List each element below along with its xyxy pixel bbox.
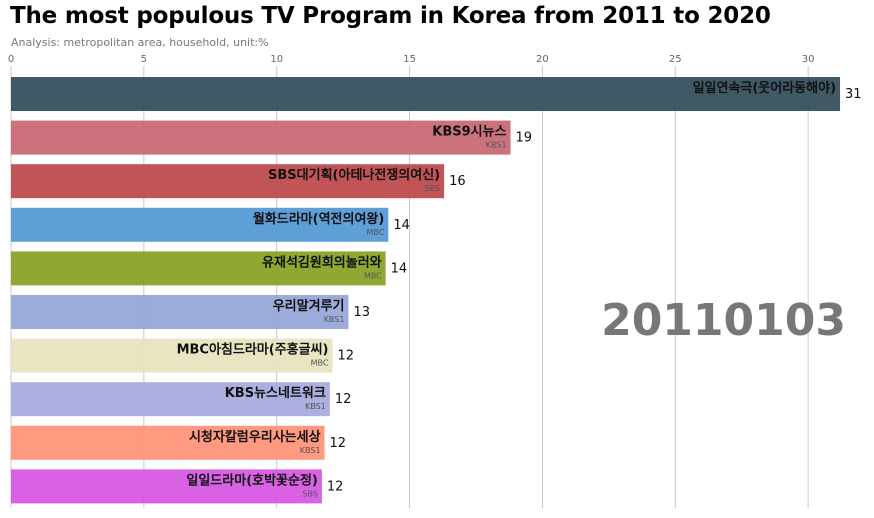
bar-value-label: 31 [845, 87, 862, 102]
bar-program-label: 일일연속극(웃어라동해야) [693, 80, 836, 96]
bar-value-label: 12 [335, 392, 352, 407]
bar-program-label: KBS9시뉴스 [432, 125, 506, 140]
x-tick-label: 15 [403, 54, 416, 65]
x-tick-label: 10 [270, 54, 283, 65]
x-tick-label: 5 [141, 54, 147, 65]
bar-program-label: 시청자칼럼우리사는세상 [189, 429, 321, 445]
bar-channel-label: KBS1 [305, 402, 326, 411]
bar-program-label: KBS뉴스네트워크 [225, 385, 326, 401]
bar-channel-label: KBS1 [300, 446, 321, 455]
bar-program-label: 월화드라마(역전의여왕) [253, 211, 384, 227]
bar-channel-label: KBS1 [486, 141, 507, 150]
bar-channel-label: MBC [364, 271, 382, 280]
bar-channel-label: SBS [425, 184, 441, 193]
bar [11, 77, 841, 111]
bar-value-label: 16 [449, 174, 466, 189]
bar-value-label: 19 [516, 131, 533, 146]
x-tick-label: 30 [802, 54, 815, 65]
bar-value-label: 13 [353, 305, 370, 320]
x-tick-label: 0 [8, 54, 14, 65]
x-axis-ticks: 0 5 10 15 20 25 30 [8, 54, 815, 65]
bar [11, 382, 330, 417]
chart-title: The most populous TV Program in Korea fr… [10, 3, 771, 29]
bar-program-label: MBC아침드라마(주홍글씨) [177, 342, 329, 358]
bar-channel-label: KBS1 [324, 315, 345, 324]
bar-channel-label: KBS1 [815, 97, 836, 106]
x-tick-label: 25 [669, 54, 682, 65]
date-label: 20110103 [601, 295, 846, 346]
bar [11, 295, 349, 329]
bar-value-label: 14 [391, 261, 408, 276]
bar-value-label: 14 [393, 218, 410, 233]
bar-value-label: 12 [327, 479, 344, 494]
bar-program-label: 일일드라마(호박꽃순정) [186, 472, 317, 488]
chart-subtitle: Analysis: metropolitan area, household, … [11, 36, 269, 49]
bar [11, 425, 325, 460]
bar-channel-label: MBC [311, 359, 329, 368]
bar [11, 164, 445, 199]
bar [11, 251, 386, 286]
x-tick-label: 20 [536, 54, 549, 65]
bar-program-label: 우리말겨루기 [273, 298, 345, 314]
bar-value-label: 12 [330, 436, 347, 451]
bar-program-label: SBS대기획(아테나전쟁의여신) [268, 167, 440, 183]
bar-program-label: 유재석김원희의놀러와 [262, 254, 382, 270]
bar [11, 469, 322, 504]
bar-channel-label: MBC [366, 228, 384, 237]
bar [11, 207, 389, 242]
bar [11, 338, 333, 373]
bar-channel-label: SBS [302, 489, 318, 498]
bar [11, 120, 511, 155]
bar-value-label: 12 [338, 349, 355, 364]
